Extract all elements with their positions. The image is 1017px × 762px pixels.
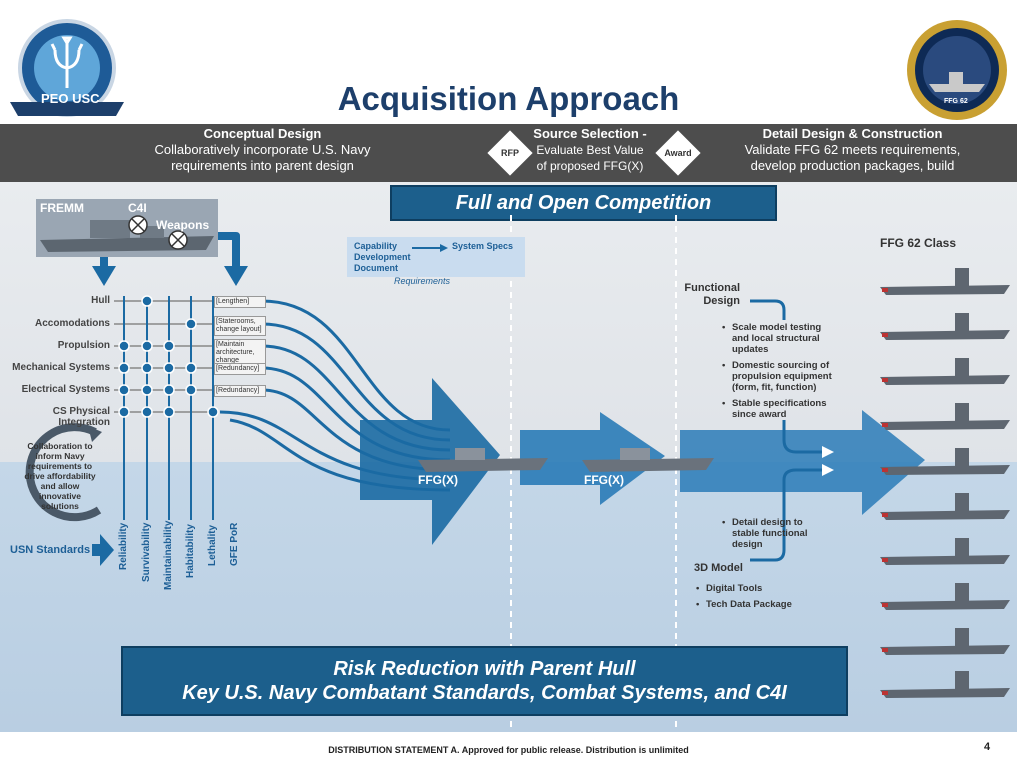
left-seal-label: PEO USC xyxy=(41,91,100,106)
functional-design-line: Design xyxy=(703,295,740,307)
down-arrow-right xyxy=(218,232,248,286)
risk-reduction-banner: Risk Reduction with Parent Hull Key U.S.… xyxy=(121,646,848,716)
ffg62-fleet xyxy=(880,268,1010,698)
ffgx-ship-2 xyxy=(582,448,714,472)
rfp-label: RFP xyxy=(501,148,519,158)
phase-title: Detail Design & Construction xyxy=(762,126,943,141)
ffgx-label-2: FFG(X) xyxy=(584,473,624,487)
phase-line: develop production packages, build xyxy=(750,158,955,173)
cdd-box xyxy=(347,237,525,277)
right-seal-label: FFG 62 xyxy=(944,98,968,105)
column-label-lethality: Lethality xyxy=(207,524,218,566)
trident-icon xyxy=(50,36,84,88)
ffgx-ship-1 xyxy=(418,448,548,472)
bullet-item: Tech Data Package xyxy=(696,599,806,610)
bullet-item: Detail design to stable functional desig… xyxy=(722,517,822,550)
phase-detail-design: Detail Design & Construction Validate FF… xyxy=(700,126,1005,174)
page-title: Acquisition Approach xyxy=(337,80,680,117)
ffg62-fleet-hullmarks xyxy=(882,288,888,695)
system-specs-label: System Specs xyxy=(452,241,514,251)
phase-source-selection: Source Selection - Evaluate Best Value o… xyxy=(520,126,660,174)
functional-bullets: Scale model testing and local structural… xyxy=(722,322,840,425)
model-3d-label: 3D Model xyxy=(694,562,743,574)
bullet-item: Domestic sourcing of propulsion equipmen… xyxy=(722,360,840,393)
down-arrow-left xyxy=(92,257,116,286)
detail-bullets: Detail design to stable functional desig… xyxy=(722,517,822,555)
risk-line-1: Risk Reduction with Parent Hull xyxy=(333,658,636,680)
phase-line: requirements into parent design xyxy=(171,158,354,173)
bullet-item: Stable specifications since award xyxy=(722,398,840,420)
functional-design-line: Functional xyxy=(684,282,740,294)
phase-line: Collaboratively incorporate U.S. Navy xyxy=(154,142,371,157)
row-label-hull: Hull xyxy=(91,295,110,306)
ffgx-label-1: FFG(X) xyxy=(418,473,458,487)
c4i-label: C4I xyxy=(128,201,147,215)
row-label-propulsion: Propulsion xyxy=(57,340,110,351)
collaboration-cycle-icon xyxy=(25,423,102,522)
phase-line: Validate FFG 62 meets requirements, xyxy=(744,142,961,157)
phase-title: Source Selection - xyxy=(533,126,647,141)
phase-line: Evaluate Best Value xyxy=(536,143,644,157)
fremm-label: FREMM xyxy=(40,201,84,215)
requirements-label: Requirements xyxy=(394,276,451,286)
cdd-line: Document xyxy=(354,263,399,273)
peo-usc-seal xyxy=(10,19,124,117)
row-label-mechanical: Mechanical Systems xyxy=(12,362,110,373)
ffg62-seal xyxy=(907,20,1007,120)
phase-line: of proposed FFG(X) xyxy=(536,159,644,173)
award-label: Award xyxy=(664,148,692,158)
row-box-hull: [Lengthen] xyxy=(214,296,266,308)
model-bullets: Digital Tools Tech Data Package xyxy=(696,583,806,615)
collaboration-text: Collaboration to inform Navy requirement… xyxy=(24,441,96,511)
column-label-gfe-por: GFE PoR xyxy=(229,522,240,566)
phase-conceptual-design: Conceptual Design Collaboratively incorp… xyxy=(120,126,405,174)
row-box-mechanical: [Redundancy] xyxy=(214,363,266,375)
competition-banner: Full and Open Competition xyxy=(390,185,777,221)
weapons-cross-icon xyxy=(168,230,188,250)
bullet-item: Digital Tools xyxy=(696,583,806,594)
column-label-reliability: Reliability xyxy=(118,522,129,570)
big-arrow-2 xyxy=(520,412,665,505)
bullet-item: Scale model testing and local structural… xyxy=(722,322,840,355)
column-label-survivability: Survivability xyxy=(141,522,152,582)
row-label-accomodations: Accomodations xyxy=(34,318,110,329)
row-label-electrical: Electrical Systems xyxy=(21,384,110,395)
row-box-electrical: [Redundancy] xyxy=(214,385,266,397)
matrix-nodes xyxy=(118,295,219,418)
big-arrow-3 xyxy=(680,410,925,515)
row-box-accomodations: [Staterooms, change layout] xyxy=(214,316,266,336)
cdd-label: Capability Development Document xyxy=(354,241,411,274)
c4i-cross-icon xyxy=(128,215,148,235)
risk-line-2: Key U.S. Navy Combatant Standards, Comba… xyxy=(182,682,787,704)
distribution-statement: DISTRIBUTION STATEMENT A. Approved for p… xyxy=(328,745,689,755)
phase-title: Conceptual Design xyxy=(203,126,322,141)
row-label-cs-integration: CS Physical Integration xyxy=(52,406,110,428)
page-number: 4 xyxy=(984,741,991,753)
weapons-label: Weapons xyxy=(156,218,210,232)
cdd-line: Capability xyxy=(354,241,398,251)
ffg62-class-label: FFG 62 Class xyxy=(880,236,957,250)
usn-standards-label: USN Standards xyxy=(10,544,91,556)
cdd-line: Development xyxy=(354,252,411,262)
functional-design-label: Functional Design xyxy=(680,282,740,308)
column-label-habitability: Habitability xyxy=(185,524,196,578)
column-label-maintainability: Maintainability xyxy=(163,520,174,590)
usn-standards-arrow xyxy=(92,534,114,566)
